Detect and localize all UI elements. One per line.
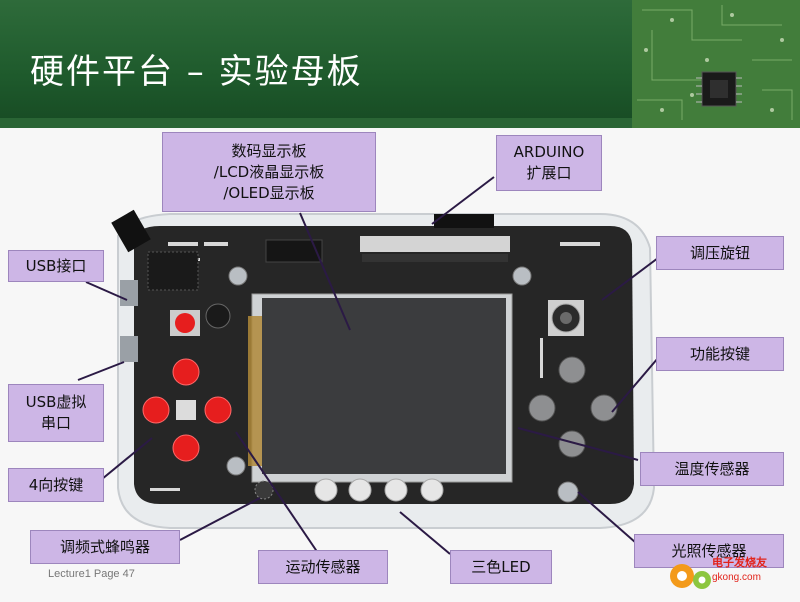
slide-title: 硬件平台 – 实验母板 bbox=[30, 52, 363, 92]
slide-footer: Lecture1 Page 47 bbox=[48, 568, 135, 580]
watermark-brand: 电子发烧友 bbox=[712, 556, 767, 569]
callout-temp-sensor: 温度传感器 bbox=[640, 452, 784, 486]
header-divider bbox=[0, 118, 632, 128]
slide-header: 硬件平台 – 实验母板 bbox=[0, 0, 800, 128]
callout-four-way-keys: 4向按键 bbox=[8, 468, 104, 502]
watermark-site: gkong.com bbox=[712, 572, 761, 583]
callout-rgb-led: 三色LED bbox=[450, 550, 552, 584]
callout-function-keys: 功能按键 bbox=[656, 337, 784, 371]
gear-logo-icon bbox=[670, 564, 711, 589]
callout-arduino: ARDUINO 扩展口 bbox=[496, 135, 602, 191]
callout-buzzer: 调频式蜂鸣器 bbox=[30, 530, 180, 564]
pcb-header-photo bbox=[632, 0, 800, 128]
callout-usb-port: USB接口 bbox=[8, 250, 104, 282]
callout-potentiometer: 调压旋钮 bbox=[656, 236, 784, 270]
callout-usb-serial: USB虚拟 串口 bbox=[8, 384, 104, 442]
callout-display-board: 数码显示板 /LCD液晶显示板 /OLED显示板 bbox=[162, 132, 376, 212]
callout-motion-sensor: 运动传感器 bbox=[258, 550, 388, 584]
callout-light-sensor: 光照传感器 bbox=[634, 534, 784, 568]
